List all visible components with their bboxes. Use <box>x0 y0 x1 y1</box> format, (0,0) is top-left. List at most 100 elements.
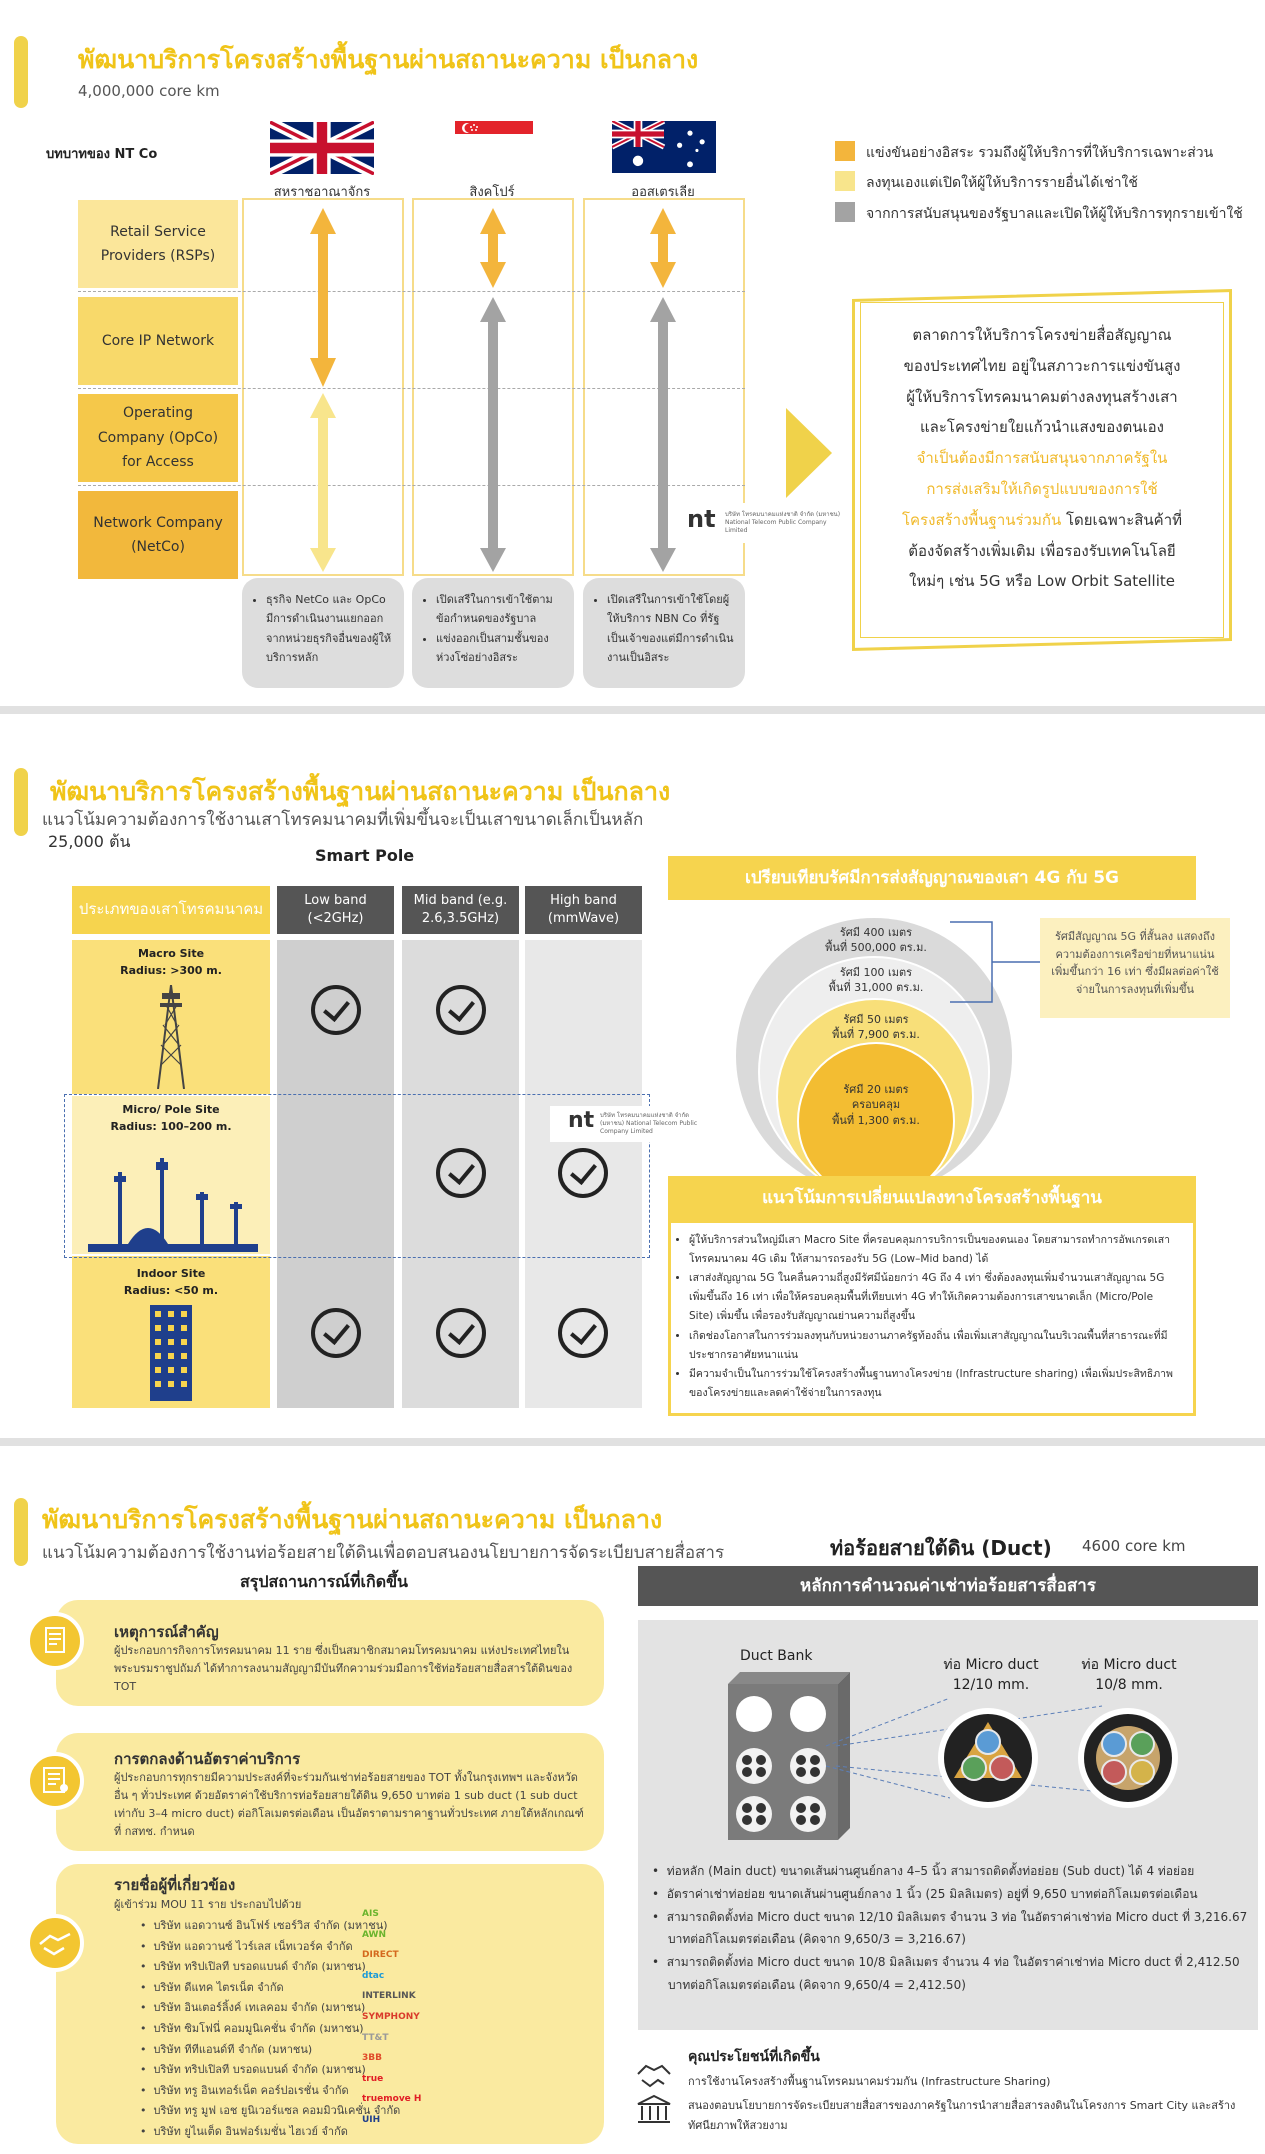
conclusion-line-9: ใหม่ๆ เช่น 5G หรือ Low Orbit Satellite <box>909 572 1175 591</box>
legend-swatch-2 <box>835 171 855 191</box>
card-participants-body: ผู้เข้าร่วม MOU 11 ราย ประกอบไปด้วย <box>114 1898 302 1911</box>
check-indoor-high <box>558 1308 608 1358</box>
ring-note: รัศมีสัญญาณ 5G ที่สั้นลง แสดงถึงความต้อง… <box>1040 918 1230 1018</box>
site-macro-radius: Radius: >300 m. <box>120 963 222 977</box>
arrows-diagram <box>310 208 676 572</box>
conclusion-line-7-dark: โดยเฉพาะสินค้าที่ <box>1061 510 1183 529</box>
card-key-event <box>56 1600 604 1706</box>
mou-company-9: • บริษัท ทรู อินเทอร์เน็ต คอร์ปอเรชั่น จ… <box>140 2083 349 2097</box>
logo-interlink: INTERLINK <box>362 1991 416 2002</box>
conclusion-line-3: ผู้ให้บริการโทรคมนาคมต่างลงทุนสร้างเสา <box>906 387 1178 406</box>
table-header-low-band: Low band (<2GHz) <box>277 886 394 934</box>
calc-title: หลักการคำนวณค่าเช่าท่อร้อยสารสื่อสาร <box>638 1566 1258 1606</box>
pole-count: 25,000 ต้น <box>48 832 131 851</box>
indoor-building-icon <box>150 1305 192 1401</box>
note-australia: เปิดเสรีในการเข้าใช้โดยผู้ให้บริการ NBN … <box>583 578 745 688</box>
roles-header: บทบาทของ NT Co <box>46 147 158 162</box>
duct-bank-label: Duct Bank <box>740 1648 813 1664</box>
site-micro-radius: Radius: 100–200 m. <box>110 1119 232 1133</box>
site-micro-name: Micro/ Pole Site <box>122 1103 220 1116</box>
role-opco: Operating Company (OpCo) for Access <box>78 394 238 482</box>
section3-accent <box>14 1498 28 1566</box>
mou-company-3-name: บริษัท ทริปเปิลที บรอดแบนด์ จำกัด (มหาชน… <box>153 1960 366 1974</box>
arrow-au-rsp <box>650 208 676 288</box>
mou-company-11-name: บริษัท ยูไนเต็ด อินฟอร์เมชั่น ไฮเวย์ จำก… <box>153 2124 348 2138</box>
ring-50m-area: พื้นที่ 7,900 ตร.ม. <box>832 1028 920 1042</box>
ring-connector <box>950 921 1050 1003</box>
check-micro-high <box>558 1148 608 1198</box>
mou-company-9-name: บริษัท ทรู อินเทอร์เน็ต คอร์ปอเรชั่น จำก… <box>153 2083 349 2097</box>
table-header-type: ประเภทของเสาโทรคมนาคม <box>72 886 270 934</box>
ring-100m-radius: รัศมี 100 เมตร <box>839 966 913 979</box>
calc-bullets: • ท่อหลัก (Main duct) ขนาดเส้นผ่านศูนย์ก… <box>652 1860 1248 1997</box>
logo-uih: UIH <box>362 2114 381 2125</box>
separator-1 <box>0 706 1265 714</box>
nt-logo: nt บริษัท โทรคมนาคมแห่งชาติ จำกัด (มหาชน… <box>683 503 848 543</box>
card-rate-head: การตกลงด้านอัตราค่าบริการ <box>114 1750 301 1768</box>
trend-bullet-1: ผู้ให้บริการส่วนใหญ่มีเสา Macro Site ที่… <box>689 1231 1179 1269</box>
ring-20m-area: พื้นที่ 1,300 ตร.ม. <box>832 1113 920 1127</box>
mou-company-1: • บริษัท แอดวานซ์ อินโฟร์ เซอร์วิส จำกัด… <box>140 1919 388 1932</box>
role-netco: Network Company (NetCo) <box>78 491 238 579</box>
conclusion-box-inner <box>860 302 1224 638</box>
section2-subtitle: แนวโน้มความต้องการใช้งานเสาโทรคมนาคมที่เ… <box>42 810 644 830</box>
divider-3 <box>78 485 745 486</box>
micro-pole-icon <box>88 1158 258 1252</box>
logo-symphony: SYMPHONY <box>362 2011 420 2022</box>
mou-company-5-name: บริษัท อินเตอร์ลิ้งค์ เทเลคอม จำกัด (มหา… <box>153 2001 366 2015</box>
card-participants-head: รายชื่อผู้ที่เกี่ยวข้อง <box>114 1876 236 1894</box>
check-macro-low <box>311 985 361 1035</box>
trend-title: แนวโน้มการเปลี่ยนแปลงทางโครงสร้างพื้นฐาน <box>668 1176 1196 1220</box>
mou-company-2-name: บริษัท แอดวานซ์ ไวร์เลส เน็ทเวอร์ค จำกัด <box>153 1939 353 1953</box>
ring-400m-label: รัศมี 400 เมตรพื้นที่ 500,000 ตร.ม. <box>796 925 956 956</box>
legend-label-3: จากการสนับสนุนของรัฐบาลและเปิดให้ผู้ให้บ… <box>866 206 1243 222</box>
ring-100m-area: พื้นที่ 31,000 ตร.ม. <box>828 981 924 995</box>
conclusion-line-1: ตลาดการให้บริการโครงข่ายสื่อสัญญาณ <box>912 326 1172 344</box>
section1-subtitle: 4,000,000 core km <box>78 82 220 100</box>
australia-flag-icon <box>612 121 716 173</box>
trend-bullet-3: เกิดช่องโอกาสในการร่วมลงทุนกับหน่วยงานภา… <box>689 1327 1179 1365</box>
logo-awn: AWN <box>362 1929 387 1940</box>
mou-company-6: • บริษัท ซิมโฟนี่ คอมมูนิเคชั่น จำกัด (ม… <box>140 2021 364 2035</box>
check-micro-mid <box>436 1148 486 1198</box>
section2-accent <box>14 768 28 836</box>
note-sg-item-1: เปิดเสรีในการเข้าใช้ตามข้อกำหนดของรัฐบาล <box>436 590 564 629</box>
singapore-flag-icon <box>455 121 533 147</box>
government-icon <box>637 2094 671 2123</box>
column-singapore <box>412 198 574 576</box>
micro-duct-3way-icon <box>938 1708 1038 1808</box>
legend-swatch-3 <box>835 202 855 222</box>
arrow-uk-opco-netco <box>310 393 336 572</box>
micro-duct-4way-icon <box>1078 1708 1178 1808</box>
legend-label-1: แข่งขันอย่างอิสระ รวมถึงผู้ให้บริการที่ใ… <box>866 145 1214 161</box>
note-au-item: เปิดเสรีในการเข้าใช้โดยผู้ให้บริการ NBN … <box>607 590 735 667</box>
mou-company-7-name: บริษัท ทีทีแอนด์ที จำกัด (มหาชน) <box>153 2042 313 2056</box>
ring-50m-radius: รัศมี 50 เมตร <box>843 1013 909 1026</box>
section3-title: พัฒนาบริการโครงสร้างพื้นฐานผ่านสถานะความ… <box>42 1505 663 1534</box>
calc-bullet-2: • อัตราค่าเช่าท่อย่อย ขนาดเส้นผ่านศูนย์ก… <box>652 1886 1198 1901</box>
conclusion-line-2: ของประเทศไทย อยู่ในสภาวะการแข่งขันสูง <box>903 356 1181 375</box>
macro-tower-icon <box>157 985 185 1089</box>
calc-bullet-2-text: อัตราค่าเช่าท่อย่อย ขนาดเส้นผ่านศูนย์กลา… <box>666 1886 1198 1901</box>
conclusion-line-8: ต้องจัดสร้างเพิ่มเติม เพื่อรองรับเทคโนโล… <box>908 541 1176 560</box>
ring-400m-area: พื้นที่ 500,000 ตร.ม. <box>825 941 927 955</box>
conclusion-line-7-gold: โครงสร้างพื้นฐานร่วมกัน <box>901 510 1062 529</box>
smart-pole-label: Smart Pole <box>315 846 415 865</box>
arrow-au-core-netco <box>650 297 676 572</box>
card-key-event-body: ผู้ประกอบการกิจการโทรคมนาคม 11 ราย ซึ่งเ… <box>114 1644 573 1694</box>
calc-bullet-3-text: สามารถติดตั้งท่อ Micro duct ขนาด 12/10 ม… <box>666 1909 1248 1947</box>
trend-bullet-2: เสาส่งสัญญาณ 5G ในคลื่นความถี่สูงมีรัศมี… <box>689 1269 1179 1326</box>
site-indoor-radius: Radius: <50 m. <box>123 1283 219 1297</box>
mou-company-1-name: บริษัท แอดวานซ์ อินโฟร์ เซอร์วิส จำกัด (… <box>153 1919 388 1932</box>
document-icon <box>26 1612 84 1670</box>
column-uk <box>242 198 404 576</box>
arrow-sg-core-netco <box>480 297 506 572</box>
calc-bullet-1-text: ท่อหลัก (Main duct) ขนาดเส้นผ่านศูนย์กลา… <box>666 1864 1195 1878</box>
mou-company-10: • บริษัท ทรู มูฟ เอช ยูนิเวอร์แซล คอมมิว… <box>140 2104 401 2118</box>
section1-title: พัฒนาบริการโครงสร้างพื้นฐานผ่านสถานะความ… <box>78 45 699 74</box>
benefit-2: สนองตอบนโยบายการจัดระเบียบสายสื่อสารของภ… <box>688 2099 1236 2133</box>
table-header-high-band: High band (mmWave) <box>525 886 642 934</box>
nt-logo-2: nt บริษัท โทรคมนาคมแห่งชาติ จำกัด (มหาชน… <box>550 1106 715 1142</box>
card-key-event-head: เหตุการณ์สำคัญ <box>114 1623 219 1641</box>
